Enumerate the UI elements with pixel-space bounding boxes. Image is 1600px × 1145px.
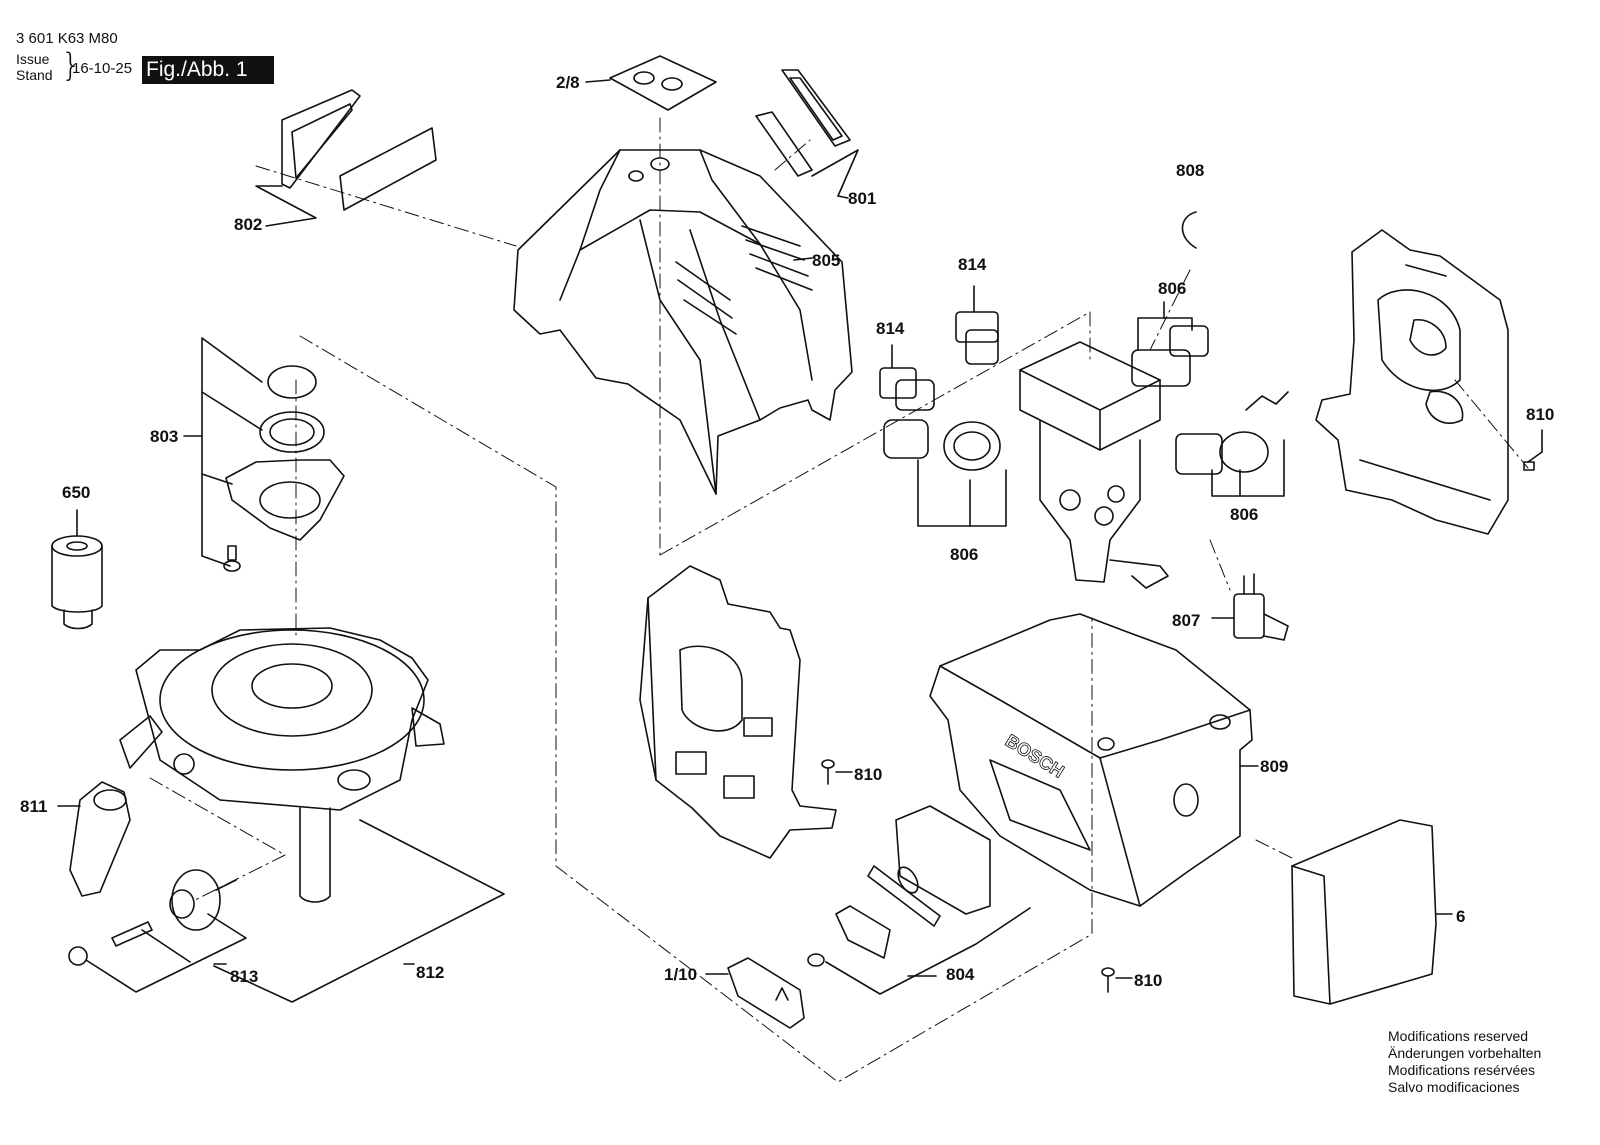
callout-807: 807: [1172, 611, 1200, 630]
callout-808: 808: [1176, 161, 1204, 180]
laser-window-801: [755, 69, 859, 199]
base-housing-809: [929, 613, 1259, 907]
stand-label: Stand: [16, 67, 53, 83]
battery-holder-804: [807, 805, 1031, 995]
housing-cover-805: [513, 149, 853, 495]
callout-810-mid: 810: [854, 765, 882, 784]
slider-1-10: [705, 957, 805, 1029]
leader-812-bracket: [213, 819, 505, 1003]
callout-802: 802: [234, 215, 262, 234]
callout-809: 809: [1260, 757, 1288, 776]
leader-2-8: [585, 79, 611, 83]
callout-806-right: 806: [1230, 505, 1258, 524]
callout-814-left: 814: [876, 319, 905, 338]
callout-810-bottom: 810: [1134, 971, 1162, 990]
callout-804: 804: [946, 965, 975, 984]
holder-806-left: [883, 419, 1007, 527]
modifications-line-en: Modifications reserved: [1388, 1028, 1529, 1044]
laser-core: [1019, 341, 1169, 589]
callout-803: 803: [150, 427, 178, 446]
callout-650: 650: [62, 483, 90, 502]
callout-812: 812: [416, 963, 444, 982]
callout-806-left: 806: [950, 545, 978, 564]
laser-window-802: [255, 89, 437, 227]
callout-811: 811: [20, 797, 47, 816]
adjust-knob-813: [68, 869, 247, 993]
screw-810-right: [1523, 429, 1543, 471]
adapter-650: [51, 509, 103, 630]
part-number: 3 601 K63 M80: [16, 30, 118, 47]
issue-date: 16-10-25: [72, 60, 133, 77]
label-plate-2-8: [585, 55, 717, 111]
screw-810-bottom: [1101, 967, 1133, 993]
issue-label: Issue: [16, 51, 50, 67]
leg-811: [57, 781, 131, 897]
callout-813: 813: [230, 967, 258, 986]
lens-set-803: [183, 337, 345, 572]
modifications-line-fr: Modifications resérvées: [1388, 1062, 1536, 1078]
modifications-line-es: Salvo modificaciones: [1388, 1079, 1520, 1095]
callout-814-top: 814: [958, 255, 987, 274]
callout-1-10: 1/10: [664, 965, 697, 984]
modifications-notice: Modifications reserved Änderungen vorbeh…: [1388, 1028, 1541, 1096]
switch-807: [1211, 573, 1289, 641]
callout-810-right: 810: [1526, 405, 1554, 424]
left-housing-frame: [639, 565, 837, 859]
laser-module-814-left: [879, 344, 935, 411]
figure-label: Fig./Abb. 1: [142, 56, 274, 84]
holder-806-top: [1131, 301, 1209, 387]
issue-stand-label: Issue Stand: [16, 51, 53, 83]
laser-module-814-top: [955, 285, 999, 365]
leader-805: [793, 257, 813, 261]
modifications-line-de: Änderungen vorbehalten: [1388, 1045, 1542, 1061]
callout-805: 805: [812, 251, 840, 270]
battery-cover-6: [1291, 819, 1453, 1005]
brace-glyph: }: [61, 46, 82, 84]
spring-clip-808: [1181, 211, 1197, 249]
brand-emboss: BOSCH: [1002, 730, 1068, 781]
callout-801: 801: [848, 189, 876, 208]
screw-810-mid: [821, 759, 853, 785]
callout-2-8: 2/8: [556, 73, 580, 92]
holder-806-right: [1175, 391, 1289, 497]
right-housing-frame: [1315, 229, 1509, 535]
callout-806-top: 806: [1158, 279, 1186, 298]
assembly-axes: [149, 117, 1529, 1083]
callout-6: 6: [1456, 907, 1465, 926]
tripod-base: [119, 627, 445, 903]
